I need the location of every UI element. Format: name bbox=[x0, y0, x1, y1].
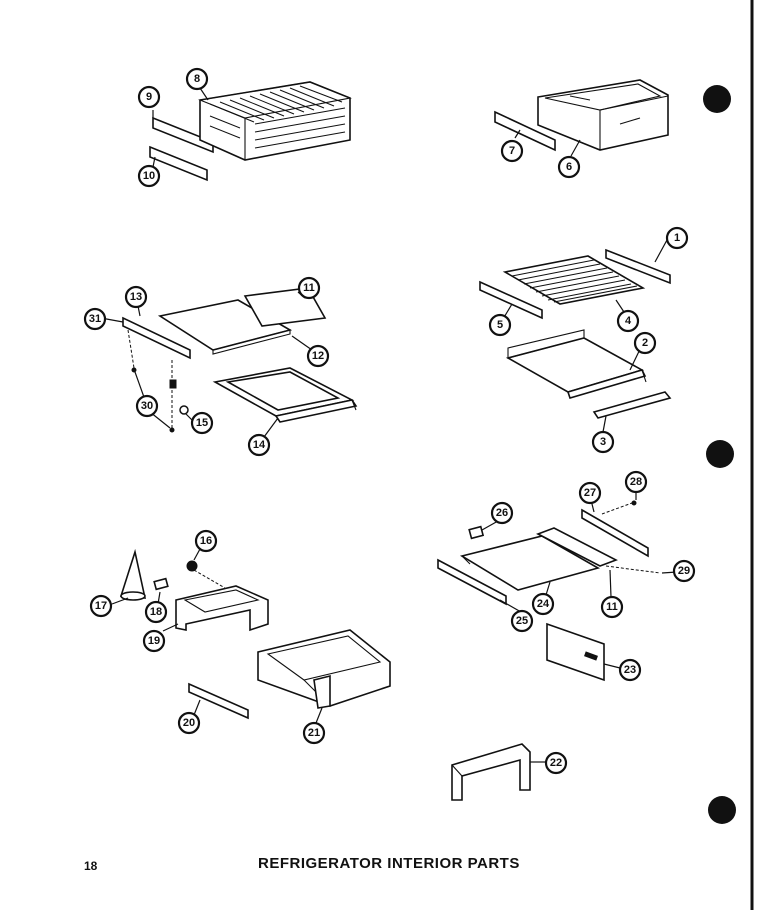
svg-text:14: 14 bbox=[253, 439, 266, 451]
svg-text:19: 19 bbox=[148, 635, 160, 647]
svg-text:8: 8 bbox=[194, 73, 200, 85]
callout-9: 9 bbox=[137, 85, 161, 109]
svg-text:25: 25 bbox=[516, 615, 528, 627]
svg-text:16: 16 bbox=[200, 535, 212, 547]
callout-11-top: 11 bbox=[297, 276, 321, 300]
callout-20: 20 bbox=[177, 711, 201, 735]
svg-text:11: 11 bbox=[303, 282, 315, 294]
binder-hole-top bbox=[703, 85, 731, 113]
svg-text:23: 23 bbox=[624, 664, 636, 676]
svg-text:3: 3 bbox=[600, 436, 606, 448]
svg-text:7: 7 bbox=[509, 145, 515, 157]
callout-31: 31 bbox=[83, 307, 107, 331]
binder-hole-middle bbox=[706, 440, 734, 468]
callout-23: 23 bbox=[618, 658, 642, 682]
callout-27: 27 bbox=[578, 481, 602, 505]
svg-text:21: 21 bbox=[308, 727, 320, 739]
callout-7: 7 bbox=[500, 139, 524, 163]
callout-3: 3 bbox=[591, 430, 615, 454]
callout-13: 13 bbox=[124, 285, 148, 309]
svg-text:31: 31 bbox=[89, 313, 101, 325]
callout-18: 18 bbox=[144, 600, 168, 624]
callout-4: 4 bbox=[616, 309, 640, 333]
svg-text:24: 24 bbox=[537, 598, 550, 610]
svg-text:17: 17 bbox=[95, 600, 107, 612]
freezer-shelf-group bbox=[437, 489, 678, 682]
svg-text:2: 2 bbox=[642, 337, 648, 349]
svg-text:11: 11 bbox=[606, 601, 618, 613]
binder-hole-bottom bbox=[708, 796, 736, 824]
svg-text:15: 15 bbox=[196, 417, 208, 429]
wire-basket-group bbox=[149, 81, 352, 182]
callout-22: 22 bbox=[544, 751, 568, 775]
callout-17: 17 bbox=[89, 594, 113, 618]
svg-text:9: 9 bbox=[146, 91, 152, 103]
svg-text:1: 1 bbox=[674, 232, 680, 244]
wire-basket bbox=[197, 81, 352, 161]
svg-text:20: 20 bbox=[183, 717, 195, 729]
callout-30: 30 bbox=[135, 394, 159, 418]
callout-8: 8 bbox=[185, 67, 209, 91]
svg-text:22: 22 bbox=[550, 757, 562, 769]
callout-24: 24 bbox=[531, 592, 555, 616]
callout-1: 1 bbox=[665, 226, 689, 250]
callout-16: 16 bbox=[194, 529, 218, 553]
callout-10: 10 bbox=[137, 164, 161, 188]
svg-text:6: 6 bbox=[566, 161, 572, 173]
callout-25: 25 bbox=[510, 609, 534, 633]
svg-text:27: 27 bbox=[584, 487, 596, 499]
wire-shelf-group bbox=[479, 239, 672, 433]
callout-2: 2 bbox=[633, 331, 657, 355]
svg-text:4: 4 bbox=[625, 315, 632, 327]
bracket-part-22 bbox=[451, 743, 546, 801]
page-title: REFRIGERATOR INTERIOR PARTS bbox=[258, 855, 520, 872]
callout-6: 6 bbox=[557, 155, 581, 179]
callout-5: 5 bbox=[488, 313, 512, 337]
svg-text:30: 30 bbox=[141, 400, 153, 412]
svg-text:5: 5 bbox=[497, 319, 503, 331]
page-number: 18 bbox=[84, 859, 98, 873]
svg-text:28: 28 bbox=[630, 476, 642, 488]
svg-text:18: 18 bbox=[150, 606, 162, 618]
callout-21: 21 bbox=[302, 721, 326, 745]
callout-26: 26 bbox=[490, 501, 514, 525]
crisper-pan-group bbox=[494, 79, 669, 157]
svg-text:29: 29 bbox=[678, 565, 690, 577]
callout-15: 15 bbox=[190, 411, 214, 435]
callout-14: 14 bbox=[247, 433, 271, 457]
svg-text:13: 13 bbox=[130, 291, 142, 303]
callout-29: 29 bbox=[672, 559, 696, 583]
svg-text:10: 10 bbox=[143, 170, 155, 182]
callout-11-bottom: 11 bbox=[600, 595, 624, 619]
callout-12: 12 bbox=[306, 344, 330, 368]
svg-text:12: 12 bbox=[312, 350, 324, 362]
svg-text:26: 26 bbox=[496, 507, 508, 519]
callout-19: 19 bbox=[142, 629, 166, 653]
callout-28: 28 bbox=[624, 470, 648, 494]
glass-shelf-group bbox=[100, 287, 358, 438]
meat-keeper-group bbox=[111, 548, 391, 724]
